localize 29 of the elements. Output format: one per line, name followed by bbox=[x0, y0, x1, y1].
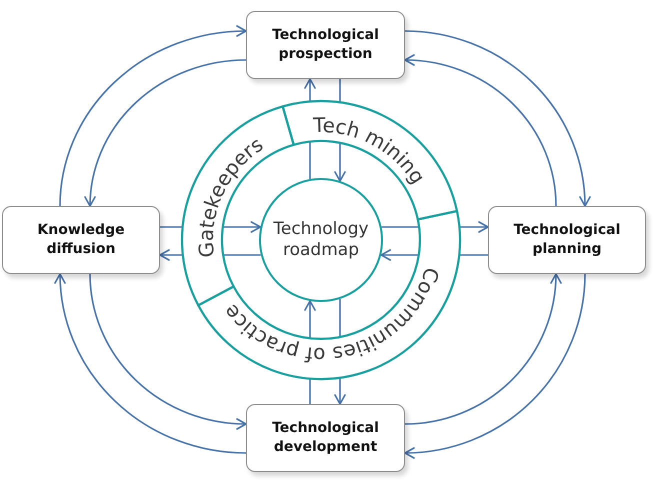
box-label: Knowledge diffusion bbox=[36, 221, 126, 259]
connector-line bbox=[459, 254, 488, 256]
process-box bbox=[2, 206, 160, 274]
process-box bbox=[246, 404, 405, 472]
box-label: Technological prospection bbox=[271, 26, 380, 64]
connector-line bbox=[309, 378, 311, 404]
arrow bbox=[304, 78, 316, 102]
arrow bbox=[404, 274, 586, 458]
arrow bbox=[89, 274, 247, 430]
connector-line bbox=[160, 226, 183, 228]
arrow bbox=[54, 273, 246, 454]
connector-line bbox=[339, 79, 341, 102]
box-label: Technological planning bbox=[512, 221, 622, 259]
box-label: Technological development bbox=[271, 419, 380, 457]
connector-line bbox=[309, 142, 311, 179]
process-box bbox=[488, 206, 646, 274]
arrow bbox=[404, 30, 590, 207]
arrow bbox=[404, 273, 562, 425]
arrow bbox=[84, 59, 246, 207]
circle-label: Technology roadmap bbox=[272, 219, 370, 261]
arrow bbox=[404, 54, 557, 206]
process-box bbox=[246, 11, 405, 79]
arrow bbox=[59, 26, 247, 206]
connector-line bbox=[382, 226, 420, 228]
arrow bbox=[380, 249, 419, 261]
arrow bbox=[459, 221, 489, 233]
arrow bbox=[159, 249, 183, 261]
arrow bbox=[334, 378, 346, 405]
arrow bbox=[334, 142, 346, 182]
